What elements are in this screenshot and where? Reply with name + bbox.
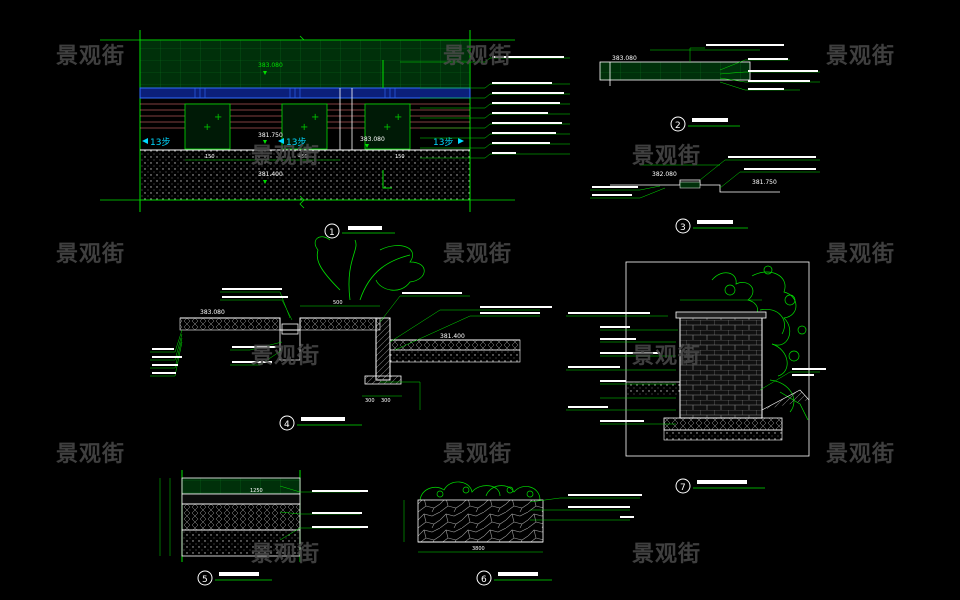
- drawing-6-elevation: 3800 6: [403, 481, 642, 586]
- d1-steps-right: 13步: [433, 137, 453, 148]
- d3-number: 3: [680, 223, 686, 233]
- svg-text:+: +: [214, 112, 222, 123]
- d5-dim: 1250: [250, 488, 263, 494]
- d3-elev-b: 381.750: [752, 179, 777, 186]
- drawing-1-plan: ++ ++ ++ 383.080 381.750 383.080 381.400…: [100, 30, 570, 239]
- drawing-7-section: 7: [566, 261, 826, 494]
- watermark: 景观街: [443, 242, 513, 267]
- watermark: 景观街: [251, 144, 321, 169]
- watermark: 景观街: [632, 344, 702, 369]
- drawing-4-section: 383.080 381.400 500 300 300 4: [150, 236, 552, 431]
- svg-text:+: +: [394, 112, 402, 123]
- d3-elev-a: 382.080: [652, 171, 677, 178]
- d1-elev-top: 383.080: [258, 62, 283, 69]
- watermark: 景观街: [826, 44, 896, 69]
- watermark: 景观街: [826, 442, 896, 467]
- d7-number: 7: [680, 483, 686, 493]
- watermark: 景观街: [251, 344, 321, 369]
- svg-text:+: +: [311, 112, 319, 123]
- watermark: 景观街: [56, 242, 126, 267]
- watermark: 景观街: [443, 442, 513, 467]
- watermark: 景观街: [632, 144, 702, 169]
- watermark: 景观街: [56, 442, 126, 467]
- d2-elevation: 383.080: [612, 55, 637, 62]
- d1-dim-c: 150: [395, 154, 405, 160]
- d4-dim-c: 300: [381, 398, 391, 404]
- d4-dim-a: 500: [333, 300, 343, 306]
- d6-dim: 3800: [472, 546, 485, 552]
- d1-steps-mid: 13步: [286, 137, 306, 148]
- d4-number: 4: [284, 420, 290, 430]
- d1-elev-bottom: 381.400: [258, 171, 283, 178]
- watermark: 景观街: [56, 44, 126, 69]
- d1-number: 1: [329, 228, 335, 238]
- svg-text:+: +: [300, 122, 308, 133]
- watermark: 景观街: [826, 242, 896, 267]
- d4-elev-b: 381.400: [440, 333, 465, 340]
- d5-number: 5: [202, 575, 208, 585]
- watermark: 景观街: [251, 542, 321, 567]
- drawing-3-detail: 382.080 381.750 3: [590, 156, 820, 234]
- d1-steps-left: 13步: [150, 137, 170, 148]
- d1-elev-mid-b: 383.080: [360, 136, 385, 143]
- d2-number: 2: [675, 121, 681, 131]
- drawing-5-plan: 1250 5: [159, 470, 368, 586]
- svg-text:+: +: [203, 122, 211, 133]
- d4-dim-b: 300: [365, 398, 375, 404]
- d1-dim-b: 450: [298, 154, 308, 160]
- watermark: 景观街: [443, 44, 513, 69]
- drawing-2-detail: 383.080 2: [599, 44, 820, 132]
- d4-elev-a: 383.080: [200, 309, 225, 316]
- d6-number: 6: [481, 575, 487, 585]
- svg-text:+: +: [383, 122, 391, 133]
- d1-dim-a: 150: [205, 154, 215, 160]
- d1-elev-mid-a: 381.750: [258, 132, 283, 139]
- watermark: 景观街: [632, 542, 702, 567]
